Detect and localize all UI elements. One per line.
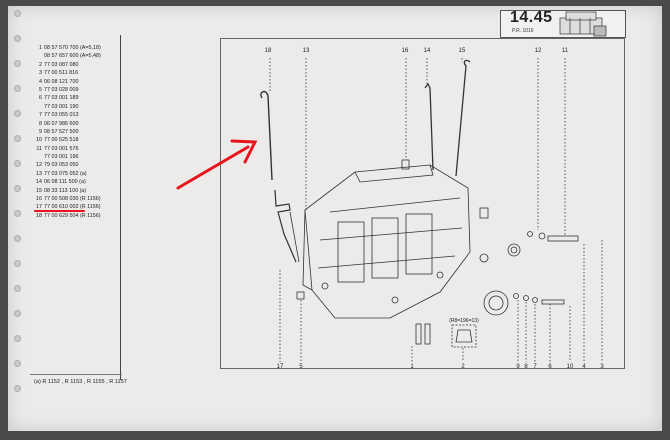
column-divider — [120, 35, 121, 380]
callout-8: 8 — [524, 364, 528, 370]
diagram-border-bottom — [220, 368, 625, 369]
binder-holes — [14, 10, 26, 420]
red-arrow-head — [230, 139, 258, 164]
part-row: 08 57 657 600 (A=5,48) — [44, 53, 101, 60]
footnote: (a) R 1152 , R 1153 , R 1155 , R 1157 — [34, 379, 127, 385]
diagram-border-left — [220, 38, 221, 368]
callout-7: 7 — [533, 364, 537, 370]
callout-1: 1 — [410, 364, 414, 370]
callout-3: 3 — [600, 364, 604, 370]
callout-16: 16 — [402, 48, 409, 54]
callout-10: 10 — [567, 364, 574, 370]
part-row: 77 03 001 196 — [44, 154, 79, 161]
footnote-divider — [30, 374, 122, 375]
page-code: 14.45 — [510, 9, 553, 26]
callout-18: 18 — [265, 48, 272, 54]
part-row: 77 03 001 190 — [44, 103, 79, 110]
callout-4: 4 — [582, 364, 586, 370]
callout-14: 14 — [424, 48, 431, 54]
callout-11: 11 — [562, 48, 569, 54]
callout-6: 6 — [548, 364, 552, 370]
callout-17: 17 — [277, 364, 284, 370]
callout-13: 13 — [303, 48, 310, 54]
inset-label: (R8=196=13) — [449, 318, 479, 324]
callout-2: 2 — [461, 364, 465, 370]
page-subcode: P.R. 1016 — [512, 28, 534, 34]
callout-9: 9 — [516, 364, 520, 370]
red-arrow-shaft — [176, 145, 250, 190]
callout-12: 12 — [535, 48, 542, 54]
catalog-page — [8, 6, 662, 431]
diagram-border-right — [624, 38, 625, 368]
diagram-border-top — [220, 38, 625, 39]
callout-15: 15 — [459, 48, 466, 54]
callout-5: 5 — [299, 364, 303, 370]
